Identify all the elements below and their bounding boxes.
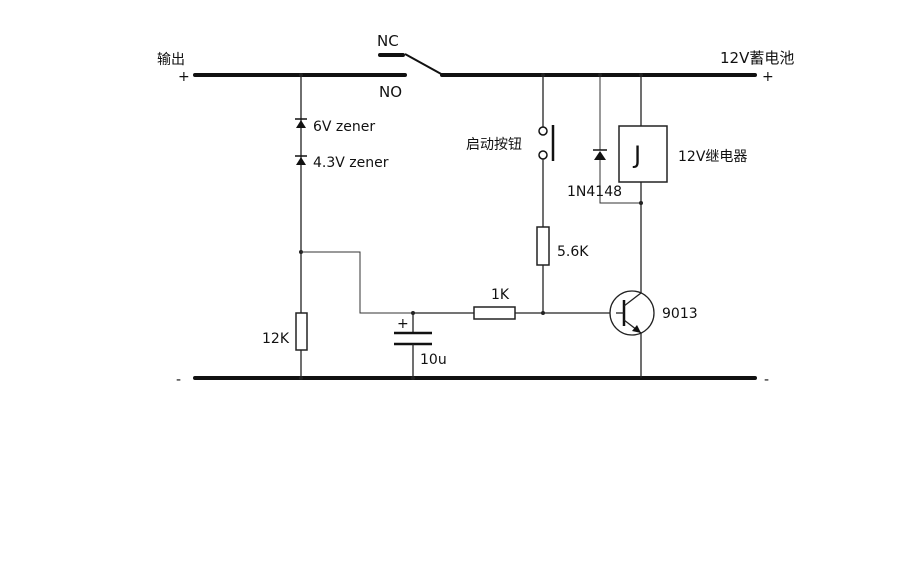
relay-coil xyxy=(618,125,668,183)
junction-dot xyxy=(639,73,643,77)
nc-label: NC xyxy=(377,32,399,50)
no-label: NO xyxy=(379,83,402,101)
transistor-9013 xyxy=(609,290,655,378)
diode-branch xyxy=(593,75,641,204)
diode-label: 1N4148 xyxy=(567,184,622,200)
output-label: 输出 xyxy=(157,52,185,68)
cap-plus: + xyxy=(397,316,409,332)
zener-branch xyxy=(295,75,307,313)
output-minus: - xyxy=(176,372,181,388)
r12k-label: 12K xyxy=(262,331,290,347)
junction-dot xyxy=(598,73,602,77)
r1k-label: 1K xyxy=(491,287,510,303)
zener2-label: 4.3V zener xyxy=(313,155,389,171)
relay-label: 12V继电器 xyxy=(678,149,747,165)
transistor-label: 9013 xyxy=(662,306,698,322)
junction-dot xyxy=(299,376,303,380)
junction-dot xyxy=(541,73,545,77)
battery-minus: - xyxy=(764,372,769,388)
relay-letter: J xyxy=(632,141,641,169)
signal-wire xyxy=(301,251,413,314)
zener1-label: 6V zener xyxy=(313,119,375,135)
r56k-label: 5.6K xyxy=(557,244,589,260)
battery-label: 12V蓄电池 xyxy=(720,49,794,67)
capacitor-10u xyxy=(394,313,432,378)
output-plus: + xyxy=(178,69,190,85)
battery-plus: + xyxy=(762,69,774,85)
relay-contact xyxy=(378,53,444,76)
junction-dot xyxy=(299,73,303,77)
start-button-branch xyxy=(536,75,555,313)
resistor-12k xyxy=(295,312,308,351)
start-button-label: 启动按钮 xyxy=(466,137,522,153)
junction-dot xyxy=(411,376,415,380)
resistor-1k xyxy=(473,306,516,320)
cap-label: 10u xyxy=(420,352,447,368)
resistor-5-6k xyxy=(536,226,550,266)
